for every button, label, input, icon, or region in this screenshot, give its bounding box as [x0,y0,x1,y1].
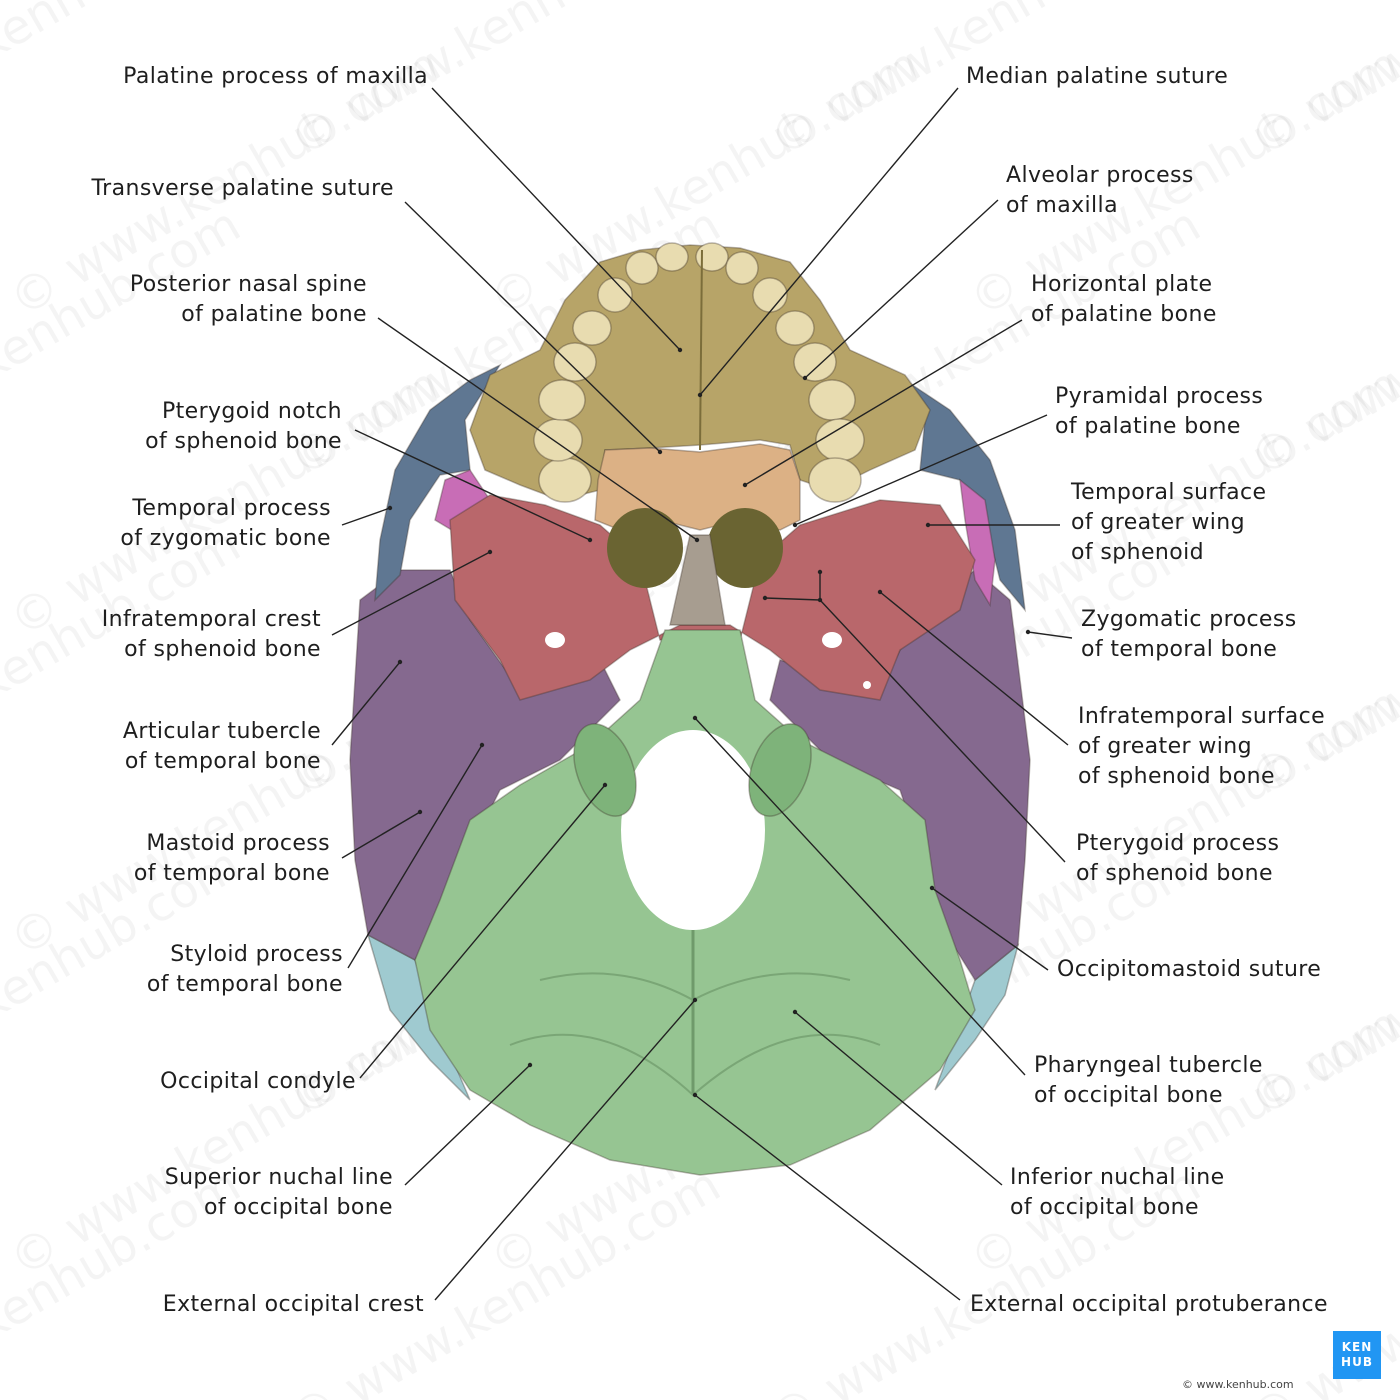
leader-dot-horizontal-plate [742,482,748,488]
leader-dot-articular-tubercle [397,659,403,665]
leader-dot-external-occipital-crest [692,997,698,1003]
leader-line-pyramidal-process [794,414,1048,526]
leader-line-pterygoid-notch [354,429,591,541]
leader-line-alveolar-process [804,199,999,379]
label-external-occipital-crest: External occipital crest [162,1292,424,1317]
leader-dot-temporal-surface-greater-wing [925,522,931,528]
leader-line-median-palatine-suture [699,87,959,396]
leader-line-external-occipital-protuberance [694,1094,961,1301]
label-temporal-process-zygomatic: Temporal process of zygomatic bone [120,496,331,551]
leader-line-zygomatic-process-temporal [1027,631,1073,639]
leader-dot-posterior-nasal-spine [694,537,700,543]
leader-dot-temporal-process-zygomatic [387,505,393,511]
label-pterygoid-process: Pterygoid process of sphenoid bone [1076,831,1280,886]
leader-line-pharyngeal-tubercle [694,717,1026,1076]
leader-line-occipital-condyle [359,784,606,1079]
median-palatine-suture-line [699,249,703,451]
leader-dot-infratemporal-crest [487,549,493,555]
leader-dot-mastoid-process [417,809,423,815]
leader-dot-inferior-nuchal-line [792,1009,798,1015]
leader-line-pterygoid-process [764,597,821,601]
vomer [669,534,726,626]
leader-dot-pterygoid-notch [587,537,593,543]
leader-dot-pterygoid-process [762,595,768,601]
leader-dot-styloid-process [479,742,485,748]
leader-dot-pyramidal-process [792,522,798,528]
foramen-spinosum-right [863,681,871,689]
leader-line-pterygoid-process [819,599,1066,863]
leader-line-palatine-process-maxilla [431,87,681,351]
label-superior-nuchal-line: Superior nuchal line of occipital bone [164,1165,393,1220]
choana-right [707,508,783,588]
label-infratemporal-crest: Infratemporal crest of sphenoid bone [101,607,321,662]
occipital-condyle-left [573,723,637,817]
leader-line-infratemporal-surface-greater-wing [879,591,1069,746]
leader-dot-superior-nuchal-line [527,1062,533,1068]
label-transverse-palatine-suture: Transverse palatine suture [91,176,394,201]
label-infratemporal-surface-greater-wing: Infratemporal surface of greater wing of… [1078,704,1326,789]
label-pterygoid-notch: Pterygoid notch of sphenoid bone [145,399,342,454]
label-pharyngeal-tubercle: Pharyngeal tubercle of occipital bone [1034,1053,1263,1108]
leader-line-infratemporal-crest [331,551,491,636]
label-median-palatine-suture: Median palatine suture [966,64,1229,89]
leader-dot-alveolar-process [802,375,808,381]
leader-line-inferior-nuchal-line [794,1011,1003,1186]
kenhub-logo[interactable]: KEN HUB [1333,1331,1381,1379]
leader-dot-median-palatine-suture [697,392,703,398]
leader-line-posterior-nasal-spine [377,317,698,541]
leader-dot-pharyngeal-tubercle [692,715,698,721]
label-horizontal-plate: Horizontal plate of palatine bone [1031,272,1217,327]
zygomatic-bone-right [869,364,1027,613]
label-external-occipital-protuberance: External occipital protuberance [970,1292,1328,1317]
leader-line-occipitomastoid-suture [931,887,1049,971]
leader-dot-external-occipital-protuberance [692,1092,698,1098]
copyright-text: © www.kenhub.com [1182,1378,1294,1391]
logo-text-top: KEN [1341,1340,1373,1354]
upper-teeth [533,242,865,503]
leader-line-transverse-palatine-suture [404,201,661,453]
leader-dot-pterygoid-process [817,569,823,575]
label-palatine-process-maxilla: Palatine process of maxilla [123,64,428,89]
label-articular-tubercle: Articular tubercle of temporal bone [122,719,321,774]
leader-line-horizontal-plate [744,319,1023,486]
leader-line-styloid-process [347,744,483,969]
label-styloid-process: Styloid process of temporal bone [146,942,343,997]
label-occipital-condyle: Occipital condyle [160,1069,356,1094]
logo-text-bottom: HUB [1341,1355,1373,1369]
foramen-ovale-left [545,632,565,648]
leader-dot-occipital-condyle [602,782,608,788]
leader-line-articular-tubercle [331,661,401,746]
foramen-magnum [621,730,765,930]
leader-line-superior-nuchal-line [404,1064,531,1186]
sphenoid-temporal-surface-right [959,478,996,608]
label-alveolar-process: Alveolar process of maxilla [1006,163,1194,218]
leader-line-external-occipital-crest [434,999,696,1301]
label-zygomatic-process-temporal: Zygomatic process of temporal bone [1081,607,1297,662]
label-occipitomastoid-suture: Occipitomastoid suture [1057,957,1322,982]
leader-line-mastoid-process [341,811,421,859]
leader-dot-zygomatic-process-temporal [1025,629,1031,635]
label-mastoid-process: Mastoid process of temporal bone [133,831,330,886]
label-pyramidal-process: Pyramidal process of palatine bone [1055,384,1264,439]
label-posterior-nasal-spine: Posterior nasal spine of palatine bone [129,272,367,327]
leader-dot-occipitomastoid-suture [929,885,935,891]
leader-dot-transverse-palatine-suture [657,449,663,455]
foramen-ovale-right [822,632,842,648]
label-temporal-surface-greater-wing: Temporal surface of greater wing of sphe… [1071,480,1267,565]
leader-line-temporal-process-zygomatic [341,507,391,526]
label-inferior-nuchal-line: Inferior nuchal line of occipital bone [1010,1165,1225,1220]
leader-lines [331,87,1073,1301]
zygomatic-bone-left [374,363,503,602]
leader-dot-infratemporal-surface-greater-wing [877,589,883,595]
leader-dot-palatine-process-maxilla [677,347,683,353]
choana-left [607,508,683,588]
